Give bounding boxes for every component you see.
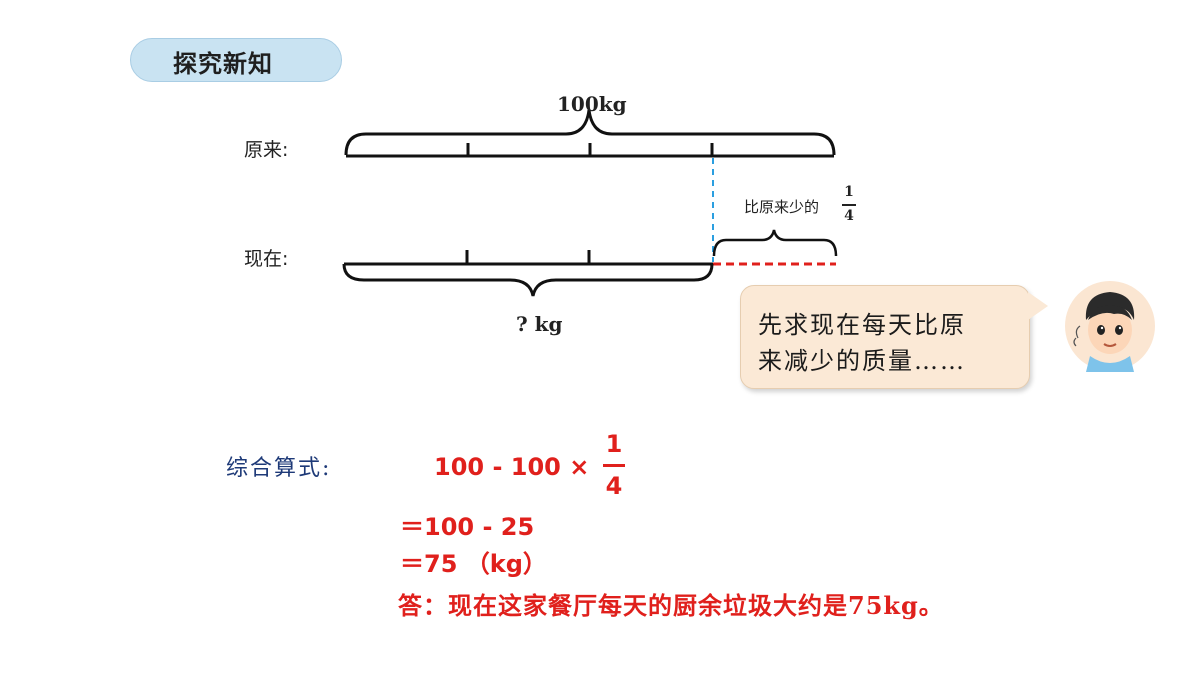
- formula-line-1: 100 - 100 ×: [434, 453, 590, 481]
- less-fraction-bar: [842, 204, 856, 206]
- bubble-text-line-2: 来减少的质量……: [758, 347, 966, 375]
- unknown-weight-label: ? kg: [516, 312, 563, 336]
- speech-bubble: [740, 285, 1030, 389]
- speech-bubble-tail: [1028, 292, 1048, 320]
- bubble-text-line-1: 先求现在每天比原: [758, 311, 966, 339]
- formula-line-3: ＝75 （kg）: [400, 550, 547, 578]
- total-weight-label: 100kg: [557, 92, 627, 116]
- answer-text: 答：现在这家餐厅每天的厨余垃圾大约是75kg。: [398, 591, 944, 620]
- formula-fraction-numerator: 1: [605, 430, 623, 458]
- formula-fraction-bar: [603, 464, 625, 467]
- now-row-label: 现在:: [244, 248, 289, 270]
- section-title: 探究新知: [173, 50, 273, 78]
- formula-label: 综合算式:: [226, 456, 332, 481]
- bottom-brace: [342, 263, 714, 297]
- original-row-label: 原来:: [244, 139, 289, 161]
- less-fraction-denominator: 4: [844, 208, 854, 224]
- less-fraction-numerator: 1: [844, 184, 854, 200]
- boy-avatar: [1065, 281, 1155, 372]
- formula-line-2: ＝100 - 25: [400, 513, 535, 541]
- top-brace: [344, 109, 836, 156]
- less-brace: [712, 229, 838, 257]
- section-title-pill: [130, 38, 342, 82]
- less-than-original-text: 比原来少的: [744, 198, 820, 216]
- formula-fraction-denominator: 4: [605, 472, 623, 500]
